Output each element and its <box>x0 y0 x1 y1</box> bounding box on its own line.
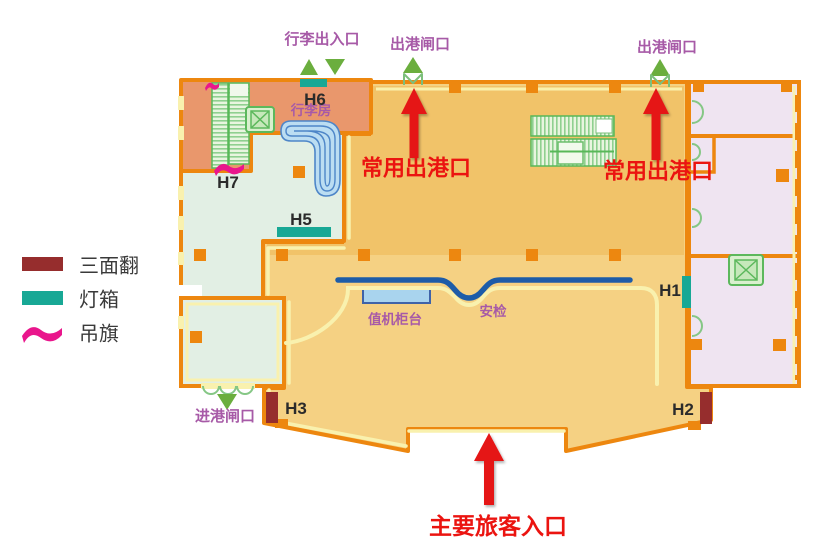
arrival-door-arcs <box>201 383 255 395</box>
departure-arrow-right <box>643 88 669 160</box>
departure-left-triangle <box>403 57 423 73</box>
security-queue-line <box>335 277 633 301</box>
baggage-carousel-icon <box>280 120 341 197</box>
common-departure-left-label: 常用出港口 <box>360 155 472 181</box>
common-departure-right-label: 常用出港口 <box>602 158 714 184</box>
departure-gate-right-label: 出港闸口 <box>636 39 698 57</box>
baggage-up-triangle <box>300 59 318 75</box>
right-rooms <box>687 80 801 388</box>
door-arc-icon <box>691 100 704 337</box>
gate-symbol-icon <box>650 74 670 87</box>
gate-symbol-icon <box>403 73 423 85</box>
checkin-counter-label: 值机柜台 <box>368 311 422 327</box>
escalator-flag-icon <box>205 82 219 91</box>
h7-flag-icon <box>214 163 244 176</box>
h5-lightbox-bar <box>277 227 331 237</box>
h2-flip-bar <box>700 392 712 424</box>
elevator-icon <box>728 254 764 286</box>
stairs-icon <box>530 115 617 167</box>
main-entrance-arrow <box>474 433 504 505</box>
h6-lightbox-bar <box>300 79 327 87</box>
departure-right-triangle <box>650 59 670 76</box>
security-check-label: 安检 <box>479 303 507 319</box>
legend-flag-swatch <box>22 327 62 343</box>
position-marker-h2: H2 <box>672 400 694 420</box>
baggage-room-label: 行李房 <box>290 102 332 118</box>
departure-arrow-left <box>401 88 427 158</box>
escalator-icon <box>211 82 250 169</box>
elevator-icon <box>245 106 275 133</box>
queue-guide-line <box>284 286 659 386</box>
position-marker-h6: H6 <box>304 90 326 110</box>
h3-flip-bar <box>266 392 278 423</box>
legend-label-flip: 三面翻 <box>79 255 139 278</box>
position-marker-h1: H1 <box>659 281 681 301</box>
wall-notches <box>178 96 184 329</box>
legend-label-lightbox: 灯箱 <box>79 289 119 312</box>
legend-label-flag: 吊旗 <box>79 323 119 346</box>
main-entrance-label: 主要旅客入口 <box>429 512 567 539</box>
position-marker-h3: H3 <box>285 399 307 419</box>
checkin-counter-icon <box>362 287 431 304</box>
legend <box>22 257 63 343</box>
h1-lightbox-bar <box>682 276 691 308</box>
columns <box>190 83 792 430</box>
position-marker-h5: H5 <box>290 210 312 230</box>
departure-gate-left-label: 出港闸口 <box>389 36 451 54</box>
arrival-gate-label: 进港闸口 <box>194 408 256 426</box>
position-marker-h7: H7 <box>217 173 239 193</box>
baggage-down-triangle <box>325 59 345 75</box>
legend-flip-swatch <box>22 257 63 271</box>
baggage-entrance-label: 行李出入口 <box>284 31 360 49</box>
arrival-down-triangle <box>217 394 237 410</box>
legend-lightbox-swatch <box>22 291 63 305</box>
